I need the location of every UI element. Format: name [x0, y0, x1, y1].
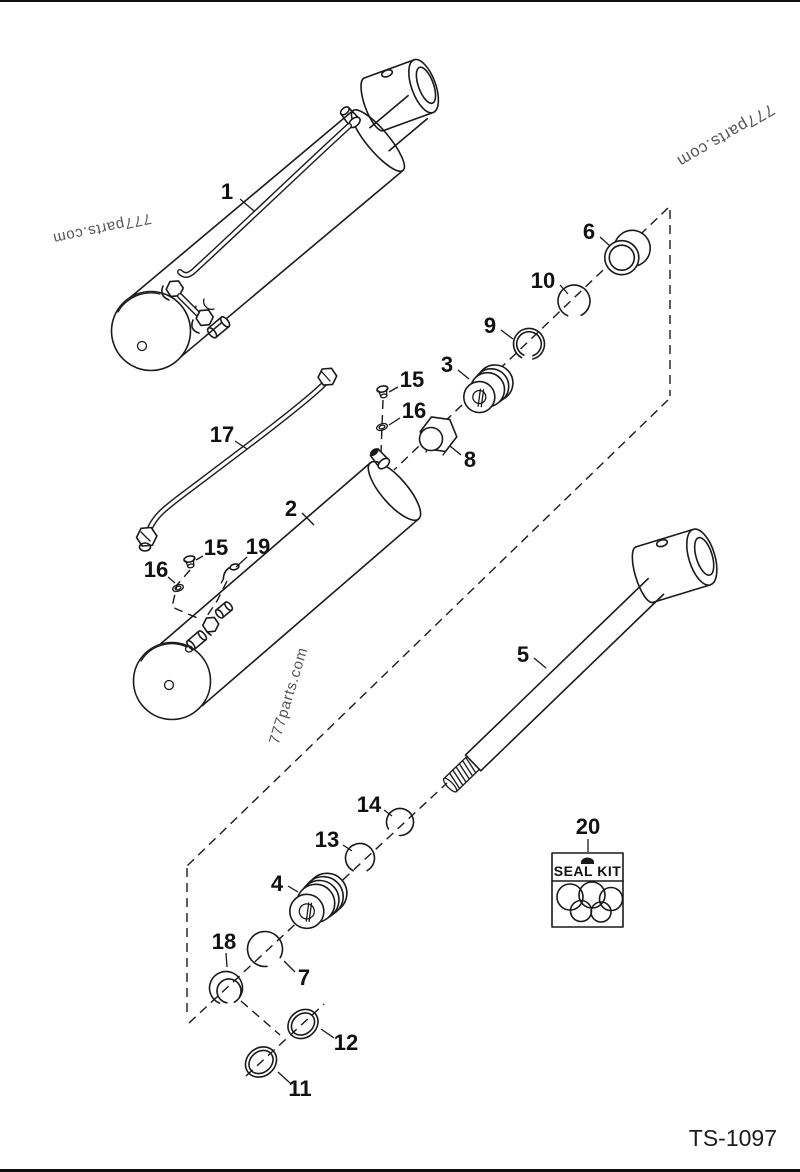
leader-lines: [167, 198, 611, 1084]
watermark: 777parts.com: [674, 100, 778, 170]
plug-15-upper: [376, 385, 389, 399]
piston-4: [289, 872, 348, 930]
part-label-15-upper: 15: [400, 367, 424, 392]
part-label-1: 1: [221, 179, 233, 204]
part-label-17: 17: [210, 422, 234, 447]
cylinder-tube-2: [132, 448, 422, 721]
cylinder-line: [161, 123, 352, 339]
part-label-11: 11: [288, 1076, 311, 1101]
bushing-6: [603, 229, 652, 276]
base-port-fittings: [184, 601, 234, 653]
seal-kit-box: SEAL KIT: [551, 852, 624, 928]
plug-15-lower: [183, 555, 196, 569]
part-label-10: 10: [531, 268, 555, 293]
part-label-3: 3: [441, 352, 453, 377]
port-fitting: [369, 448, 391, 470]
seal-ring-14: [385, 807, 415, 837]
part-label-12: 12: [334, 1030, 358, 1055]
part-label-14: 14: [357, 792, 382, 817]
part-label-19: 19: [246, 534, 270, 559]
part-label-2: 2: [285, 496, 297, 521]
part-label-20: 20: [576, 814, 600, 839]
hang-tab: [581, 857, 594, 864]
assembly-axis-dashed: [171, 207, 671, 1077]
fitting-19: [220, 563, 240, 584]
watermark: 777parts.com: [266, 645, 312, 746]
wiper-ring-7: [246, 930, 284, 968]
part-label-4: 4: [271, 871, 284, 896]
seal-kit-label: SEAL KIT: [554, 863, 622, 879]
o-ring-11: [244, 1046, 278, 1078]
part-label-7: 7: [298, 965, 310, 990]
part-label-15-lower: 15: [204, 535, 228, 560]
rod-5: [442, 528, 718, 793]
gland-nut-8: [418, 416, 458, 456]
piston-3: [463, 364, 514, 414]
tube-line-17: [135, 367, 338, 552]
seal-ring-18: [208, 970, 244, 1006]
page-top-border: [0, 0, 800, 2]
cylinder-assembly-1: [110, 58, 440, 372]
watermark: 777parts.com: [51, 210, 153, 248]
rod-eye: [360, 58, 440, 132]
part-label-9: 9: [484, 313, 496, 338]
part-label-13: 13: [315, 827, 339, 852]
part-callouts: 1 2 3 4 5 6 7 8 9 10 11 12 13 14 15 16 1…: [144, 179, 600, 1101]
drawing-number: TS-1097: [689, 1125, 777, 1151]
part-label-8: 8: [464, 447, 476, 472]
part-label-16-lower: 16: [144, 557, 168, 582]
part-label-16-upper: 16: [402, 398, 426, 423]
part-label-5: 5: [517, 642, 529, 667]
seal-kit-rings: [556, 881, 624, 923]
o-ring-16-lower: [172, 583, 184, 593]
seal-ring-13: [344, 842, 376, 874]
part-label-6: 6: [583, 219, 595, 244]
part-label-18: 18: [212, 929, 236, 954]
ring-9: [512, 327, 546, 361]
o-ring-16-upper: [376, 422, 388, 432]
o-ring-12: [287, 1008, 319, 1040]
rod-eye: [631, 528, 718, 604]
page-bottom-border: [0, 1169, 800, 1172]
ring-10: [557, 284, 591, 318]
